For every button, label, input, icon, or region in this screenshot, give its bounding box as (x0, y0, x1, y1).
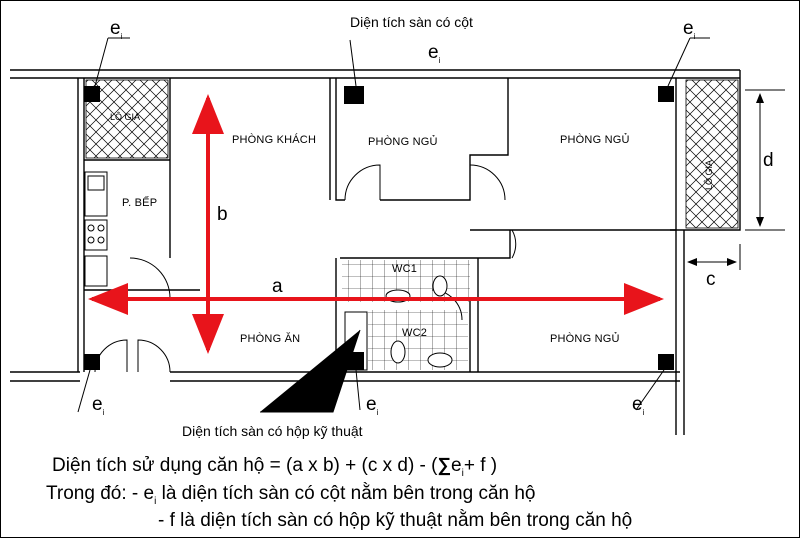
label-e-top-right: ei (683, 18, 696, 41)
column-bottom-left (84, 354, 100, 370)
balcony-right-label: LÔ GIA (704, 160, 714, 190)
room-bedroom-1: PHÒNG NGỦ (368, 135, 438, 148)
room-wc2: WC2 (402, 327, 427, 339)
label-c: c (706, 269, 716, 290)
leader-lines (77, 37, 710, 413)
dimension-d (745, 89, 785, 231)
label-e-bottom-left: ei (92, 394, 105, 417)
label-b: b (217, 204, 228, 225)
column-top-middle (344, 86, 364, 104)
column-bottom-right (658, 354, 674, 370)
room-living: PHÒNG KHÁCH (232, 133, 316, 146)
formula-line-3: - f là diện tích sàn có hộp kỹ thuật nằm… (158, 510, 633, 531)
formula-line-2: Trong đó: - ei là diện tích sàn có cột n… (46, 483, 536, 507)
columns (84, 86, 674, 370)
label-e-bottom-right: ei (632, 394, 645, 417)
balcony-right-hatch (685, 79, 739, 229)
room-bedroom-2: PHÒNG NGỦ (560, 133, 630, 146)
label-e-top-middle: ei (428, 42, 441, 65)
room-wc1: WC1 (392, 263, 417, 275)
label-e-bottom-middle: ei (366, 394, 379, 417)
kitchen-fixtures (84, 171, 108, 287)
label-f: f (292, 392, 298, 413)
room-kitchen: P. BẾP (122, 196, 157, 209)
label-a: a (272, 276, 283, 297)
label-d: d (763, 150, 774, 171)
balcony-left-label: LÔ GIA (110, 112, 140, 122)
dimension-c (683, 244, 741, 270)
column-top-left (84, 86, 100, 102)
walls (10, 69, 741, 435)
formula-line-1: Diện tích sử dụng căn hộ = (a x b) + (c … (52, 455, 498, 479)
room-bedroom-3: PHÒNG NGỦ (550, 332, 620, 345)
wc2-tiles (368, 310, 468, 370)
room-dining: PHÒNG ĂN (240, 332, 300, 345)
label-e-top-left: ei (110, 18, 123, 41)
column-top-right (658, 86, 674, 102)
note-technical-shaft-area: Diện tích sàn có hộp kỹ thuật (182, 423, 363, 439)
note-column-area: Diện tích sàn có cột (350, 14, 473, 30)
